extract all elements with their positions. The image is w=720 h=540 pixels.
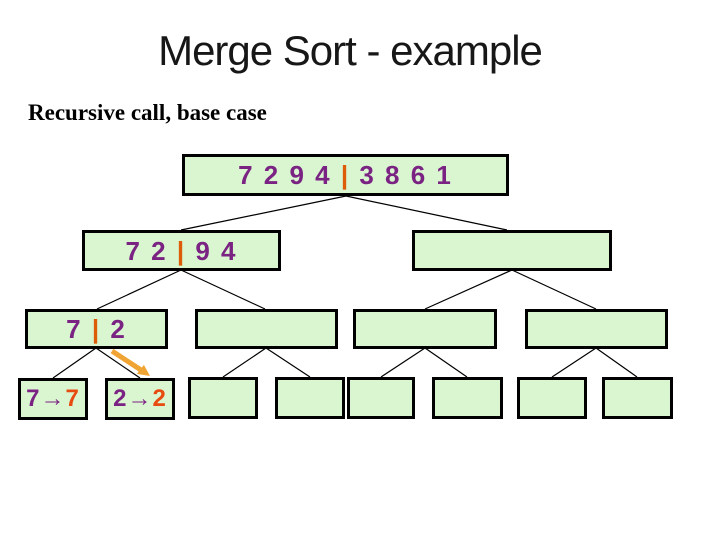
node-separator: | <box>340 160 351 190</box>
leaf-result: 7 <box>65 385 80 412</box>
leaf-arrow-glyph: → <box>40 385 66 412</box>
node-values-left: 7 2 9 4 <box>238 160 341 190</box>
leaf-arrow-glyph: → <box>127 385 153 412</box>
tree-leaf-6 <box>432 377 503 419</box>
node-values-left: 7 2 <box>125 235 177 266</box>
tree-node-root: 7 2 9 4 | 3 8 6 1 <box>182 154 509 196</box>
leaf-value: 2 <box>113 385 128 412</box>
tree-leaf-7 <box>517 377 587 419</box>
tree-node-l3-fourth <box>525 309 668 349</box>
node-values-right: 2 <box>101 314 127 344</box>
tree-leaf-4 <box>275 377 345 419</box>
tree-node-l2-right <box>412 230 612 271</box>
tree-node-l3-third <box>353 309 497 349</box>
tree-leaf-1: 7→7 <box>18 378 88 420</box>
tree-node-l3-first: 7 | 2 <box>25 309 168 349</box>
leaf-value: 7 <box>26 385 41 412</box>
node-values-right: 9 4 <box>186 235 238 266</box>
leaf-result: 2 <box>152 385 167 412</box>
node-separator: | <box>176 235 187 266</box>
slide-subtitle: Recursive call, base case <box>28 100 267 125</box>
tree-node-l2-left: 7 2 | 9 4 <box>82 230 281 271</box>
node-values-right: 3 8 6 1 <box>350 160 453 190</box>
node-separator: | <box>91 314 102 344</box>
node-values-left: 7 <box>66 314 92 344</box>
merge-annotation-arrow-icon <box>110 348 150 376</box>
tree-leaf-5 <box>347 377 415 419</box>
page-title: Merge Sort - example <box>158 27 543 74</box>
tree-leaf-3 <box>188 377 258 419</box>
tree-leaf-2: 2→2 <box>105 378 175 420</box>
tree-node-l3-second <box>195 309 338 349</box>
tree-leaf-8 <box>602 377 673 419</box>
